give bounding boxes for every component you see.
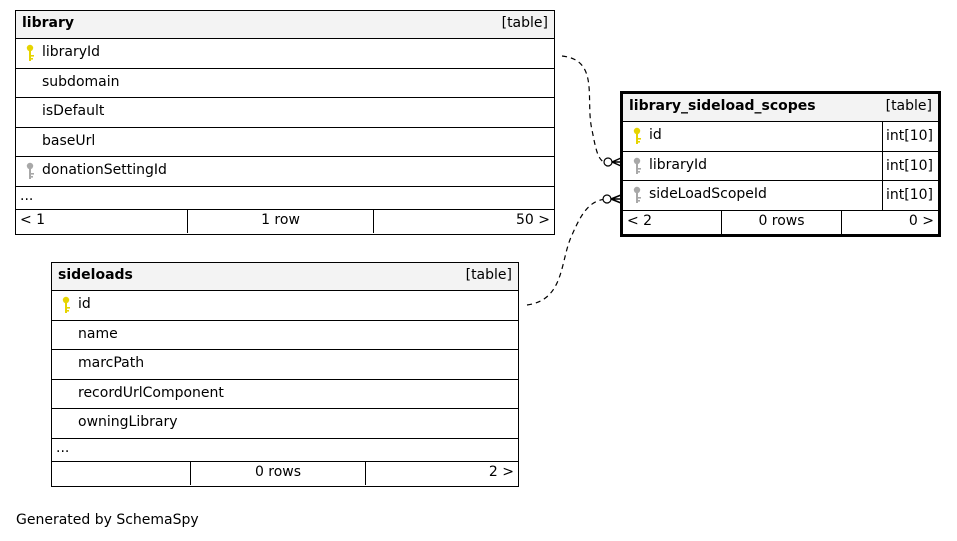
column-name: libraryId bbox=[649, 156, 708, 173]
column-row-recordurlcomponent[interactable]: recordUrlComponent bbox=[52, 380, 518, 409]
table-footer: 0 rows 2 > bbox=[52, 461, 518, 485]
column-row-donationsettingid[interactable]: donationSettingId bbox=[16, 157, 554, 187]
more-columns[interactable]: ... bbox=[52, 439, 518, 462]
column-row-owninglibrary[interactable]: owningLibrary bbox=[52, 409, 518, 439]
column-name: isDefault bbox=[42, 103, 105, 119]
column-row-subdomain[interactable]: subdomain bbox=[16, 69, 554, 98]
table-name[interactable]: library bbox=[22, 15, 75, 31]
column-row-id[interactable]: id bbox=[52, 291, 518, 321]
column-row-baseurl[interactable]: baseUrl bbox=[16, 128, 554, 157]
divider bbox=[365, 461, 366, 485]
column-name: owningLibrary bbox=[78, 414, 178, 430]
parents-link[interactable]: < 2 bbox=[627, 212, 653, 229]
table-kind: [table] bbox=[465, 267, 512, 283]
column-name: marcPath bbox=[78, 355, 145, 371]
more-columns[interactable]: ... bbox=[16, 187, 554, 210]
table-name[interactable]: library_sideload_scopes bbox=[629, 98, 816, 114]
parents-link[interactable]: < 1 bbox=[20, 211, 46, 228]
table-header: library_sideload_scopes [table] bbox=[623, 94, 938, 122]
column-row-isdefault[interactable]: isDefault bbox=[16, 98, 554, 128]
column-row-marcpath[interactable]: marcPath bbox=[52, 350, 518, 380]
row-count: 0 rows bbox=[758, 212, 805, 229]
crowfoot-marker bbox=[611, 157, 622, 167]
primary-key-icon bbox=[633, 127, 641, 144]
divider bbox=[373, 209, 374, 233]
table-library[interactable]: library [table] libraryId subdomain isDe… bbox=[15, 10, 555, 235]
foreign-key-icon bbox=[633, 157, 641, 174]
column-row-libraryid[interactable]: libraryId int[10] bbox=[623, 151, 938, 181]
table-sideloads[interactable]: sideloads [table] id name marcPath recor… bbox=[51, 262, 519, 487]
zero-or-many-marker bbox=[602, 194, 612, 204]
table-footer: < 2 0 rows 0 > bbox=[623, 210, 938, 234]
zero-or-many-marker bbox=[603, 157, 613, 167]
row-count: 0 rows bbox=[254, 463, 302, 480]
table-header: sideloads [table] bbox=[52, 263, 518, 291]
divider bbox=[187, 209, 188, 233]
column-row-id[interactable]: id int[10] bbox=[623, 122, 938, 152]
primary-key-icon bbox=[26, 44, 34, 61]
foreign-key-icon bbox=[633, 186, 641, 203]
crowfoot-marker bbox=[610, 194, 622, 204]
column-name: recordUrlComponent bbox=[78, 384, 224, 401]
divider bbox=[721, 210, 722, 234]
column-row-sideloadscopeid[interactable]: sideLoadScopeId int[10] bbox=[623, 181, 938, 211]
primary-key-icon bbox=[62, 296, 70, 313]
table-kind: [table] bbox=[885, 98, 932, 114]
column-name: baseUrl bbox=[42, 132, 96, 149]
column-name: id bbox=[78, 296, 91, 312]
foreign-key-icon bbox=[26, 162, 34, 179]
children-link[interactable]: 2 > bbox=[488, 463, 514, 480]
relationship-sideloads-scopes bbox=[526, 198, 608, 306]
table-footer: < 1 1 row 50 > bbox=[16, 209, 554, 233]
divider bbox=[190, 461, 191, 485]
children-link[interactable]: 50 > bbox=[516, 211, 550, 228]
column-type: int[10] bbox=[882, 181, 938, 210]
table-kind: [table] bbox=[501, 15, 548, 31]
column-name: id bbox=[649, 127, 662, 143]
column-name: sideLoadScopeId bbox=[649, 186, 767, 202]
children-link[interactable]: 0 > bbox=[908, 212, 934, 229]
column-name: libraryId bbox=[42, 44, 101, 60]
column-row-libraryid[interactable]: libraryId bbox=[16, 39, 554, 69]
row-count: 1 row bbox=[261, 211, 300, 228]
table-library-sideload-scopes[interactable]: library_sideload_scopes [table] id int[1… bbox=[620, 91, 941, 237]
table-name[interactable]: sideloads bbox=[58, 267, 133, 283]
column-type: int[10] bbox=[882, 151, 938, 180]
divider bbox=[841, 210, 842, 234]
relationship-library-scopes bbox=[561, 55, 609, 164]
column-type: int[10] bbox=[882, 122, 938, 151]
column-name: subdomain bbox=[42, 73, 120, 90]
column-row-name[interactable]: name bbox=[52, 321, 518, 350]
credit-text: Generated by SchemaSpy bbox=[16, 512, 199, 528]
table-header: library [table] bbox=[16, 11, 554, 39]
column-name: donationSettingId bbox=[42, 162, 167, 178]
column-name: name bbox=[78, 325, 118, 342]
